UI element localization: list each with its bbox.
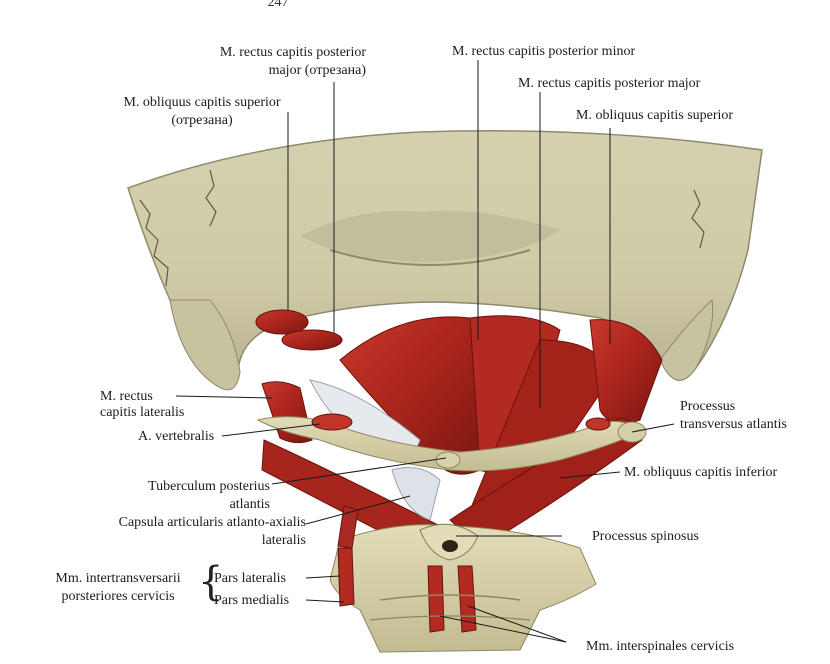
label-mit-2: porsteriores cervicis [61,589,175,604]
label-tp-2: atlantis [229,497,270,512]
label-pars-medialis: Pars medialis [214,593,290,608]
label-oci: M. obliquus capitis inferior [624,465,778,480]
label-rcl-2: capitis lateralis [100,405,185,420]
label-rcp-major: M. rectus capitis posterior major [518,76,701,91]
label-tp-1: Tuberculum posterius [148,479,270,494]
label-rcpm-cut-1: M. rectus capitis posterior [219,45,366,60]
label-caa-1: Capsula articularis atlanto-axialis [118,515,306,530]
label-pars-lateralis: Pars lateralis [214,571,286,586]
label-a-vertebralis: A. vertebralis [138,429,215,444]
label-mit-1: Mm. intertransversarii [55,571,181,586]
label-ocs-cut-2: (отрезана) [171,113,233,128]
label-pta-1: Processus [680,399,736,414]
rectus-capitis-posterior-left [339,316,481,475]
page-number: 247 [267,0,289,10]
label-caa-2: lateralis [261,533,306,548]
label-rcl-1: M. rectus [100,389,153,404]
label-rcpm-cut-2: major (отрезана) [268,63,366,78]
label-rcp-minor: M. rectus capitis posterior minor [452,44,636,59]
label-interspinales: Mm. interspinales cervicis [586,639,735,654]
brace: { [198,559,224,605]
label-proc-spinosus: Processus spinosus [592,529,699,544]
label-pta-2: transversus atlantis [680,417,787,432]
label-ocs: M. obliquus capitis superior [576,108,734,123]
label-ocs-cut-1: M. obliquus capitis superior [123,95,281,110]
